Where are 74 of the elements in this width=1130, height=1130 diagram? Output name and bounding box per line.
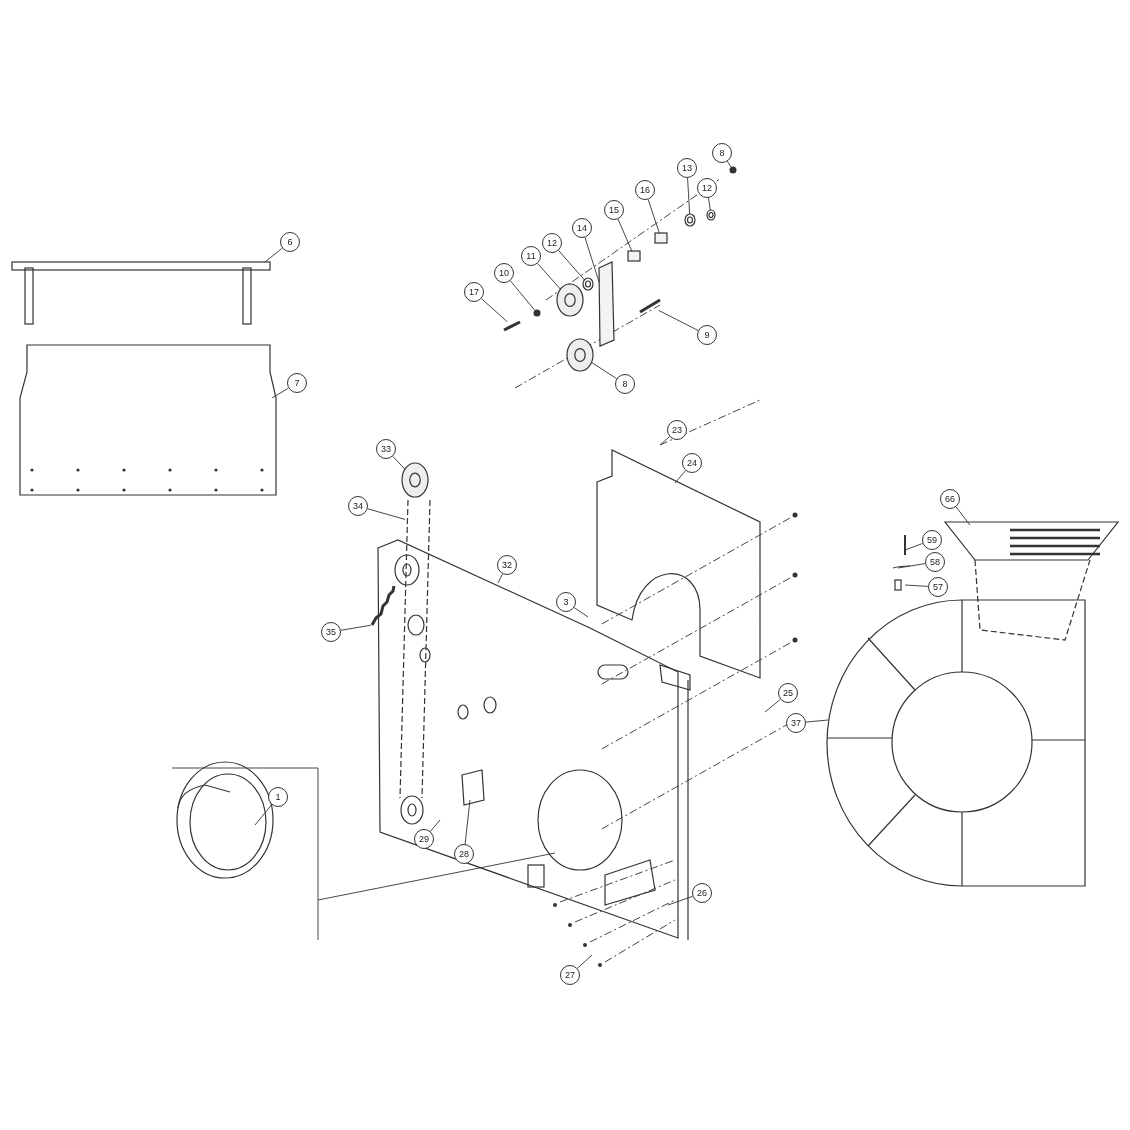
callout-number: 37	[786, 713, 806, 733]
callout-number: 57	[928, 577, 948, 597]
pulley-drawing	[556, 283, 584, 317]
callout-number: 33	[376, 439, 396, 459]
callout-number: 13	[677, 158, 697, 178]
callout-number: 8	[615, 374, 635, 394]
callout-number: 9	[697, 325, 717, 345]
belt-drawing	[399, 499, 431, 799]
bolt-drawing	[503, 320, 521, 332]
callout-number: 34	[348, 496, 368, 516]
bushing-drawing	[627, 250, 641, 262]
callout-number: 10	[494, 263, 514, 283]
callout-number: 6	[280, 232, 300, 252]
leader-line	[481, 298, 508, 323]
callout-number: 27	[560, 965, 580, 985]
bolt-drawing	[639, 298, 661, 314]
callout-number: 8	[712, 143, 732, 163]
washer-drawing	[684, 213, 696, 227]
leader-line	[584, 237, 600, 283]
leader-line	[464, 799, 471, 845]
leader-line	[367, 508, 406, 520]
callout-number: 66	[940, 489, 960, 509]
leader-line	[430, 819, 441, 832]
pulley-drawing	[401, 462, 429, 498]
callout-number: 14	[572, 218, 592, 238]
callout-number: 32	[497, 555, 517, 575]
leader-line	[497, 573, 503, 584]
leader-line	[509, 280, 536, 311]
nut-drawing	[533, 309, 541, 317]
callout-number: 11	[521, 246, 541, 266]
callout-number: 12	[697, 178, 717, 198]
leader-line	[708, 197, 711, 211]
callout-number: 16	[635, 180, 655, 200]
callout-number: 12	[542, 233, 562, 253]
bracket-bar-drawing	[598, 261, 615, 347]
callout-number: 1	[268, 787, 288, 807]
leader-line	[904, 543, 924, 551]
leader-line	[904, 584, 929, 587]
leader-line	[558, 250, 585, 281]
leader-line	[674, 470, 686, 484]
callout-number: 25	[778, 683, 798, 703]
callout-number: 26	[692, 883, 712, 903]
leader-line	[897, 563, 926, 569]
pulley-drawing	[566, 338, 594, 372]
leader-line	[576, 954, 593, 969]
callout-number: 28	[454, 844, 474, 864]
leader-line	[647, 199, 660, 234]
leader-line	[659, 436, 670, 446]
nut-drawing	[729, 166, 737, 174]
callout-number: 24	[682, 453, 702, 473]
leader-line	[687, 177, 691, 215]
spacer-drawing	[706, 209, 716, 221]
spring-drawing	[370, 585, 396, 626]
leader-line	[264, 247, 283, 263]
callout-number: 23	[667, 420, 687, 440]
leader-line	[617, 218, 633, 252]
callout-number: 3	[556, 592, 576, 612]
spacer-drawing	[654, 232, 668, 244]
leader-line	[340, 624, 372, 631]
washer-drawing	[582, 277, 594, 291]
leader-line	[537, 263, 561, 290]
callout-number: 17	[464, 282, 484, 302]
leader-line	[392, 455, 406, 470]
callout-number: 15	[604, 200, 624, 220]
callout-number: 7	[287, 373, 307, 393]
leader-line	[764, 698, 781, 713]
leader-line	[667, 895, 694, 906]
leader-line	[658, 309, 699, 331]
callout-number: 59	[922, 530, 942, 550]
callout-number: 29	[414, 829, 434, 849]
leader-line	[271, 387, 289, 399]
callout-number: 58	[925, 552, 945, 572]
callout-number: 35	[321, 622, 341, 642]
leader-line	[805, 719, 829, 723]
